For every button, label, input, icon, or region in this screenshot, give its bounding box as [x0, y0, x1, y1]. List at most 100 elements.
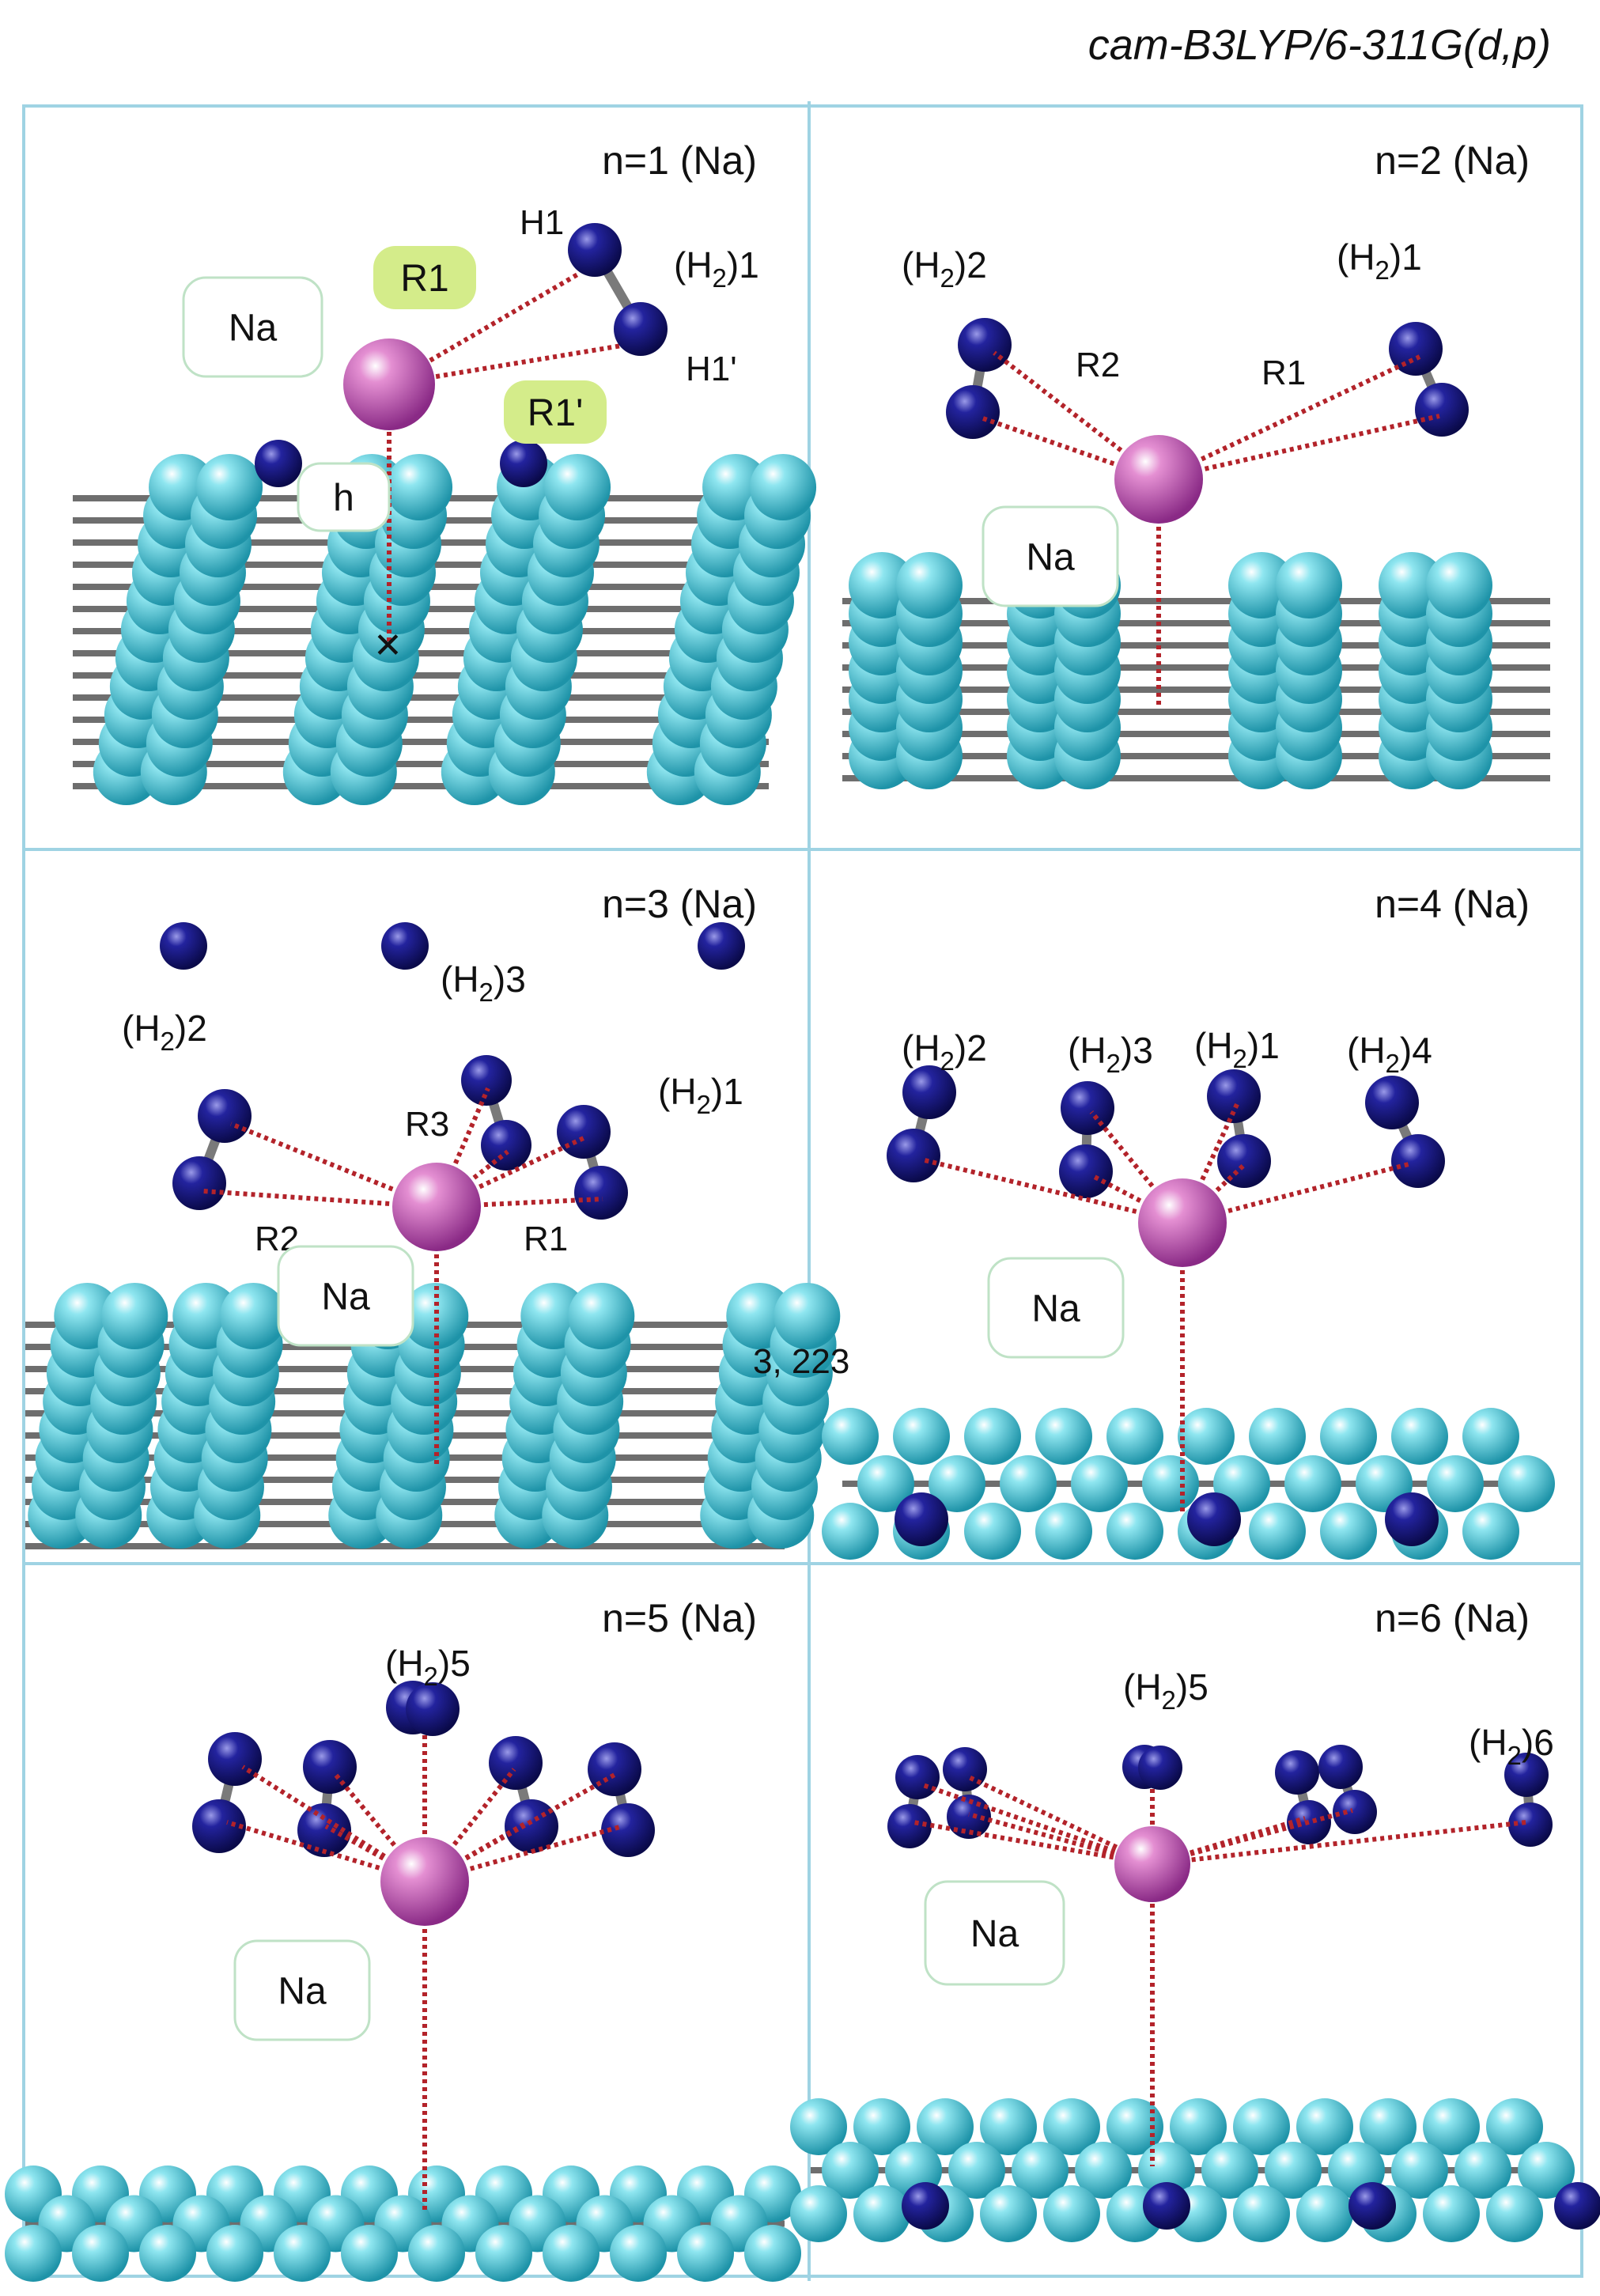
carbon-atom — [610, 2225, 667, 2282]
carbon-atom — [822, 1408, 879, 1465]
carbon-atom — [750, 454, 817, 520]
height-label-box — [297, 462, 391, 532]
bond-line — [1180, 1101, 1240, 1224]
carbon-atom — [1320, 1408, 1377, 1465]
sodium-atom — [343, 339, 435, 430]
nitrogen-atom — [160, 922, 207, 970]
bond-label-r1: R1 — [524, 1220, 568, 1258]
hydrogen-atom — [1389, 322, 1443, 376]
panel-title: n=3 (Na) — [602, 882, 757, 926]
nitrogen-atom — [255, 440, 302, 487]
carbon-atom — [964, 1503, 1021, 1560]
h2-label: (H2)1 — [1337, 236, 1422, 285]
panel-grid — [22, 104, 1583, 2278]
h2-label: (H2)1 — [1194, 1025, 1280, 1073]
bond-label-r3: R3 — [405, 1105, 449, 1144]
carbon-atom — [5, 2225, 62, 2282]
panel-title: n=6 (Na) — [1375, 1596, 1530, 1640]
metal-label-box-text: Na — [278, 1971, 327, 2013]
carbon-atom — [1233, 2098, 1290, 2155]
metal-label-box — [233, 1939, 371, 2041]
nitrogen-atom — [381, 922, 429, 970]
hydrogen-atom — [1365, 1076, 1419, 1129]
nitrogen-atom — [1385, 1492, 1439, 1546]
bond-line — [921, 1157, 1183, 1225]
carbon-atom — [1201, 2142, 1258, 2199]
sodium-atom — [380, 1837, 469, 1926]
carbon-atom — [1296, 2098, 1353, 2155]
carbon-atom — [196, 454, 263, 520]
carbon-atom — [822, 2142, 879, 2199]
surface-center-mark: ✕ — [373, 626, 403, 665]
hydrogen-atom — [958, 318, 1012, 372]
hydrogen-atom — [614, 302, 668, 356]
lattice-bar — [842, 664, 1550, 671]
carbon-atom — [677, 2225, 734, 2282]
bond-line — [229, 1122, 438, 1209]
panel-n4-figure: Na(H2)2(H2)3(H2)1(H2)4 — [822, 1025, 1555, 1560]
metal-label-box-text: Na — [1031, 1288, 1080, 1330]
carbon-atom — [1462, 1408, 1519, 1465]
carbon-atom — [543, 2225, 600, 2282]
nitrogen-atom — [698, 922, 745, 970]
sodium-atom — [1114, 1826, 1190, 1902]
hydrogen-atom — [1275, 1750, 1319, 1795]
lattice-bar — [73, 694, 769, 701]
hydrogen-atom — [192, 1799, 246, 1853]
carbon-atom — [1138, 2142, 1195, 2199]
nitrogen-atom — [895, 1492, 948, 1546]
panel-n4: Na(H2)2(H2)3(H2)1(H2)4 n=4 (Na) — [811, 851, 1580, 1562]
carbon-atom — [1142, 1455, 1199, 1512]
carbon-atom — [1170, 2098, 1227, 2155]
carbon-atom — [853, 2098, 910, 2155]
carbon-atom — [274, 2225, 331, 2282]
metal-label-box — [924, 1880, 1065, 1986]
nitrogen-atom — [1348, 2182, 1396, 2230]
metal-label-box — [982, 505, 1119, 607]
carbon-atom — [1012, 2142, 1069, 2199]
bond-r1 — [1158, 414, 1440, 482]
carbon-atom — [72, 2225, 129, 2282]
h2-label: (H2)3 — [441, 959, 526, 1007]
hydrogen-atom — [887, 1804, 932, 1848]
carbon-atom — [857, 1455, 914, 1512]
lattice-bar — [842, 775, 1550, 781]
hydrogen-atom — [895, 1755, 940, 1799]
h2-label: (H2)2 — [902, 244, 987, 293]
carbon-atom — [1233, 2185, 1290, 2242]
atom-label-h1: H1 — [520, 203, 564, 242]
carbon-atom — [1423, 2185, 1480, 2242]
metal-label-box — [277, 1245, 414, 1347]
atom-label-h1-prime: H1' — [686, 350, 737, 388]
bond-line — [434, 1087, 490, 1209]
hydrogen-atom — [1391, 1134, 1445, 1188]
nitrogen-atom — [902, 2182, 949, 2230]
hydrogen-atom — [461, 1055, 512, 1106]
carbon-atom — [1000, 1455, 1057, 1512]
nitrogen-atom — [1554, 2182, 1600, 2230]
panel-n6: Na(H2)5(H2)6 n=6 (Na) — [790, 1565, 1600, 2275]
carbon-atom — [1486, 2185, 1543, 2242]
carbon-atom — [1071, 1455, 1128, 1512]
carbon-atom — [1035, 1408, 1092, 1465]
h2-label: (H2)1 — [658, 1071, 743, 1119]
h2-label: (H2)1 — [674, 244, 759, 293]
hydrogen-atom — [303, 1740, 357, 1794]
carbon-atom — [1454, 2142, 1511, 2199]
carbon-atom — [1284, 1455, 1341, 1512]
carbon-atom — [1462, 1503, 1519, 1560]
callout-r1-text: R1 — [400, 258, 448, 300]
bond-line — [922, 1783, 1153, 1867]
sodium-atom — [1114, 435, 1203, 524]
bond-r1 — [1157, 354, 1421, 482]
carbon-atom — [1498, 1455, 1555, 1512]
h2-label: (H2)6 — [1469, 1722, 1554, 1770]
carbon-atom — [1043, 2098, 1100, 2155]
carbon-atom — [790, 2098, 847, 2155]
hydrogen-atom — [568, 223, 622, 277]
carbon-atom — [1296, 2185, 1353, 2242]
